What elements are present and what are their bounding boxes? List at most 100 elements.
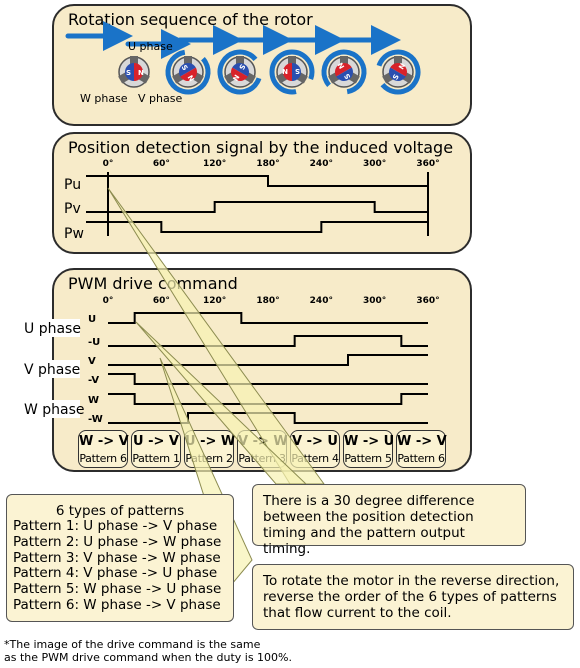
position-waveform — [86, 201, 428, 213]
pattern-direction: W -> U — [344, 434, 395, 449]
position-detection-panel: Position detection signal by the induced… — [52, 132, 472, 254]
position-waveform — [86, 221, 428, 233]
degree-tick-label: 300° — [363, 159, 386, 169]
pattern-list-item: Pattern 1: U phase -> V phase — [13, 518, 218, 534]
rotation-ring — [321, 49, 367, 95]
degree-tick-label: 300° — [363, 296, 386, 306]
degree-tick-label: 240° — [310, 159, 333, 169]
pattern-direction: U -> V — [133, 434, 179, 449]
pwm-waveform — [108, 373, 428, 385]
rotor-icon: NS — [118, 56, 150, 88]
degree-tick-label: 120° — [203, 159, 226, 169]
pattern-direction: W -> V — [397, 434, 447, 449]
rotation-ring — [375, 49, 421, 95]
u-phase-label: U phase — [128, 40, 173, 53]
pattern-list-item: Pattern 6: W phase -> V phase — [13, 596, 221, 613]
label-backing — [22, 319, 80, 337]
position-signal-label: Pv — [64, 201, 81, 217]
rotation-ring — [269, 49, 315, 95]
degree-tick-label: 360° — [416, 296, 439, 306]
pwm-waveform — [108, 393, 428, 405]
pattern-box: U -> V Pattern 1 — [131, 430, 181, 468]
magnet: NS — [125, 63, 144, 81]
degree-axis-top: 0°60°120°180°240°300°360° — [103, 159, 440, 169]
degree-tick-label: 360° — [416, 159, 439, 169]
pwm-waveform — [108, 354, 428, 366]
pattern-direction: V -> U — [292, 434, 338, 449]
pwm-sub-label: U — [88, 314, 96, 325]
pole-s — [389, 67, 406, 81]
pole-n — [390, 63, 407, 77]
pwm-sub-label: W — [88, 395, 99, 406]
degree-tick-label: 60° — [153, 159, 170, 169]
footnote-line: *The image of the drive command is the s… — [4, 638, 261, 651]
reverse-note: To rotate the motor in the reverse direc… — [252, 564, 574, 630]
coil-mark — [184, 56, 192, 64]
pattern-list-item: Pattern 3: V phase -> W phase — [13, 549, 221, 566]
magnet: NS — [335, 61, 353, 81]
pattern-list-item: Pattern 2: U phase -> W phase — [13, 533, 222, 550]
pwm-waveform — [108, 312, 428, 324]
pole-n — [231, 67, 248, 81]
pattern-name: Pattern 6 — [397, 452, 445, 465]
pwm-title: PWM drive command — [68, 274, 238, 293]
pattern-name: Pattern 1 — [132, 452, 180, 465]
degree-tick-label: 120° — [203, 296, 226, 306]
magnet: NS — [389, 62, 407, 81]
rotor-icon: NS — [217, 49, 263, 95]
position-waveform — [86, 175, 428, 187]
pole-s-label: S — [343, 72, 352, 80]
pole-n-label: N — [138, 69, 144, 77]
pattern-list-item: Pattern 4: V phase -> U phase — [13, 565, 218, 582]
pole-n-label: N — [397, 62, 407, 71]
rotor-icon: NS — [375, 49, 421, 95]
pwm-phase-labels: U phase V phase W phase — [22, 319, 85, 418]
pattern-list-item: Pattern 5: W phase -> U phase — [13, 581, 222, 598]
degree-tick-label: 240° — [310, 296, 333, 306]
magnet: NS — [231, 63, 249, 82]
degree-tick-label: 0° — [103, 296, 114, 306]
position-title: Position detection signal by the induced… — [68, 138, 454, 157]
pattern-name: Pattern 6 — [79, 452, 127, 465]
coil-mark — [130, 56, 138, 64]
pwm-sub-label: -V — [88, 375, 99, 386]
pwm-w-phase-label: W phase — [24, 402, 85, 418]
degree-tick-label: 180° — [256, 296, 279, 306]
pwm-sub-label: -W — [88, 414, 103, 425]
pole-s-label: S — [391, 73, 400, 81]
pwm-u-phase-label: U phase — [24, 321, 81, 337]
pole-n — [283, 63, 292, 81]
timing-note: There is a 30 degree difference between … — [252, 484, 526, 557]
rotor-icon: NS — [321, 49, 367, 95]
pole-n-label: N — [336, 61, 346, 70]
coil-mark — [236, 56, 244, 64]
position-signal-label: Pw — [64, 226, 84, 242]
degree-axis-bottom: 0° 60° 120° 180° 240° 300° 360° — [103, 296, 440, 306]
position-signal-label: Pu — [64, 177, 81, 193]
rotation-ring — [165, 49, 211, 95]
pole-n-label: N — [186, 74, 196, 83]
v-phase-label: V phase — [138, 92, 182, 105]
pole-s — [125, 63, 134, 81]
pole-s-label: S — [295, 67, 300, 75]
pole-n-label: N — [231, 73, 241, 82]
pole-s-label: S — [126, 69, 131, 77]
pole-s — [292, 63, 301, 81]
degree-tick-label: 60° — [153, 296, 170, 306]
rotor-icon: NS — [165, 49, 211, 95]
coil-mark — [288, 56, 296, 64]
label-backing — [22, 360, 80, 378]
pole-s — [179, 63, 196, 77]
pattern-name: Pattern 5 — [344, 452, 392, 465]
pole-n-label: N — [282, 67, 288, 75]
rotation-arrows — [65, 21, 401, 59]
coil-mark — [340, 56, 348, 64]
pole-n — [134, 63, 143, 81]
patterns-list-box: 6 types of patterns Pattern 1: U phase -… — [6, 494, 234, 622]
degree-tick-label: 0° — [103, 159, 114, 169]
